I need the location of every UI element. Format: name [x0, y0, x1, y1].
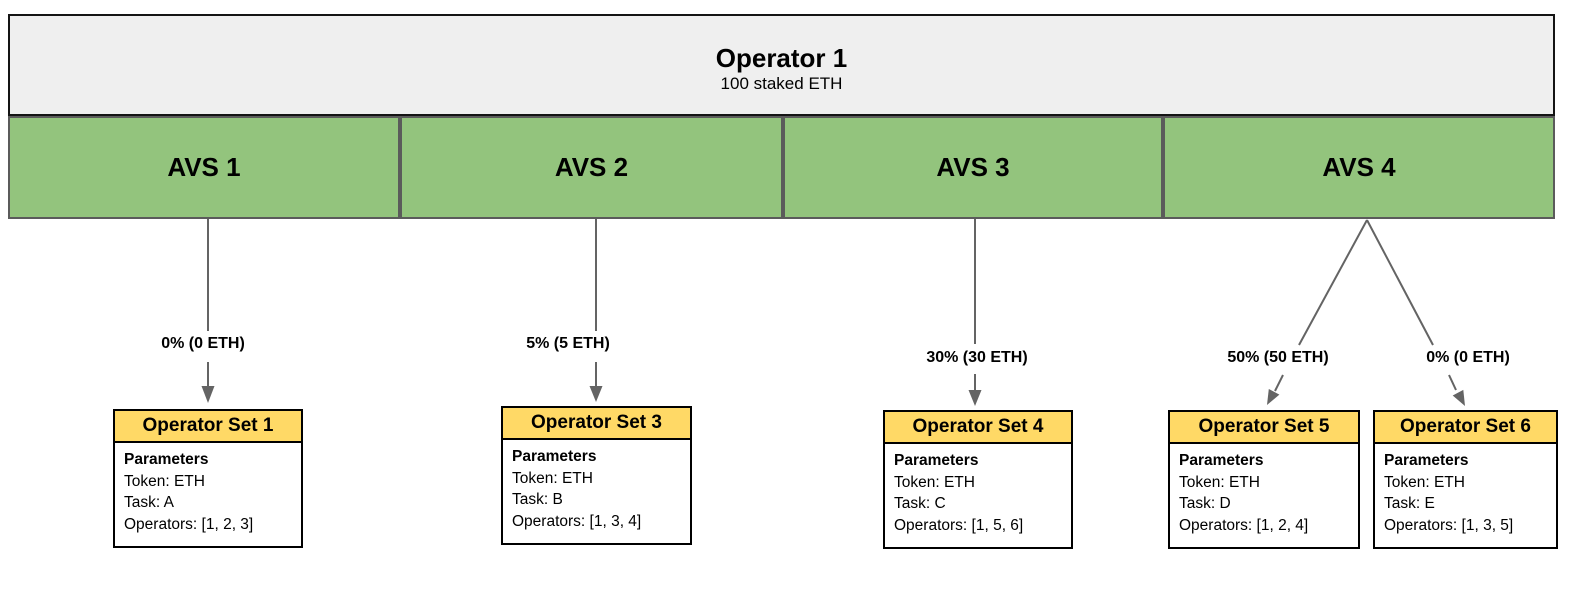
operator-set-4-header: Operator Set 4	[885, 412, 1071, 444]
params-heading: Parameters	[512, 448, 597, 465]
params-heading: Parameters	[1384, 452, 1469, 469]
allocation-label-1: 0% (0 ETH)	[159, 335, 247, 353]
operator-title: Operator 1	[715, 43, 848, 73]
operator-subtitle: 100 staked ETH	[720, 74, 843, 93]
arrowhead-down-left-icon	[1267, 389, 1280, 405]
param-token: Token: ETH	[1179, 473, 1260, 491]
avs-label-3: AVS 3	[936, 152, 1010, 182]
params-heading: Parameters	[124, 451, 209, 468]
param-task: Task: D	[1179, 495, 1231, 512]
allocation-label-4: 50% (50 ETH)	[1225, 349, 1331, 367]
allocation-label-3: 30% (30 ETH)	[924, 349, 1030, 367]
param-operators: Operators: [1, 3, 4]	[512, 512, 642, 530]
operator-set-3-header: Operator Set 3	[503, 408, 690, 440]
arrowhead-down-icon	[589, 386, 603, 402]
arrowhead-down-right-icon	[1452, 389, 1465, 406]
param-operators: Operators: [1, 2, 3]	[124, 515, 254, 533]
param-token: Token: ETH	[1384, 473, 1465, 491]
arrowhead-down-icon	[968, 390, 982, 406]
operator-set-1-body: Parameters Token: ETH Task: A Operators:…	[115, 443, 301, 535]
operator-set-card-5: Operator Set 5 Parameters Token: ETH Tas…	[1168, 410, 1360, 549]
avs-cell-4: AVS 4	[1163, 116, 1555, 219]
operator-set-6-header: Operator Set 6	[1375, 412, 1556, 444]
operator-set-5-body: Parameters Token: ETH Task: D Operators:…	[1170, 444, 1358, 536]
avs-label-1: AVS 1	[167, 152, 241, 182]
param-token: Token: ETH	[894, 473, 975, 491]
operator-set-6-body: Parameters Token: ETH Task: E Operators:…	[1375, 444, 1556, 536]
arrowhead-down-icon	[201, 386, 215, 403]
params-heading: Parameters	[894, 452, 979, 469]
param-operators: Operators: [1, 5, 6]	[894, 516, 1024, 534]
avs-cell-3: AVS 3	[782, 116, 1164, 219]
operator-set-card-4: Operator Set 4 Parameters Token: ETH Tas…	[883, 410, 1073, 549]
operator-box: Operator 1 100 staked ETH	[8, 14, 1555, 116]
allocation-arrow-5	[1366, 219, 1465, 406]
operator-set-5-header: Operator Set 5	[1170, 412, 1358, 444]
param-operators: Operators: [1, 2, 4]	[1179, 516, 1309, 534]
param-operators: Operators: [1, 3, 5]	[1384, 516, 1514, 534]
allocation-arrow-1	[201, 219, 215, 403]
avs-cell-2: AVS 2	[399, 116, 783, 219]
param-task: Task: A	[124, 494, 174, 511]
avs-label-4: AVS 4	[1322, 152, 1396, 182]
operator-set-4-body: Parameters Token: ETH Task: C Operators:…	[885, 444, 1071, 536]
operator-set-3-body: Parameters Token: ETH Task: B Operators:…	[503, 440, 690, 532]
avs-label-2: AVS 2	[554, 152, 629, 182]
params-heading: Parameters	[1179, 452, 1264, 469]
param-token: Token: ETH	[512, 469, 593, 487]
param-token: Token: ETH	[124, 472, 205, 490]
param-task: Task: C	[894, 495, 946, 512]
param-task: Task: B	[512, 491, 563, 508]
allocation-arrow-2	[589, 219, 603, 402]
avs-row: AVS 1 AVS 2 AVS 3 AVS 4	[8, 116, 1555, 219]
allocation-label-5: 0% (0 ETH)	[1424, 349, 1512, 367]
allocation-arrow-4	[1267, 219, 1368, 405]
param-task: Task: E	[1384, 495, 1435, 512]
avs-cell-1: AVS 1	[8, 116, 400, 219]
operator-set-card-1: Operator Set 1 Parameters Token: ETH Tas…	[113, 409, 303, 548]
allocation-arrow-3	[968, 219, 982, 406]
operator-set-1-header: Operator Set 1	[115, 411, 301, 443]
operator-set-card-3: Operator Set 3 Parameters Token: ETH Tas…	[501, 406, 692, 545]
allocation-label-2: 5% (5 ETH)	[524, 335, 612, 353]
operator-set-card-6: Operator Set 6 Parameters Token: ETH Tas…	[1373, 410, 1558, 549]
